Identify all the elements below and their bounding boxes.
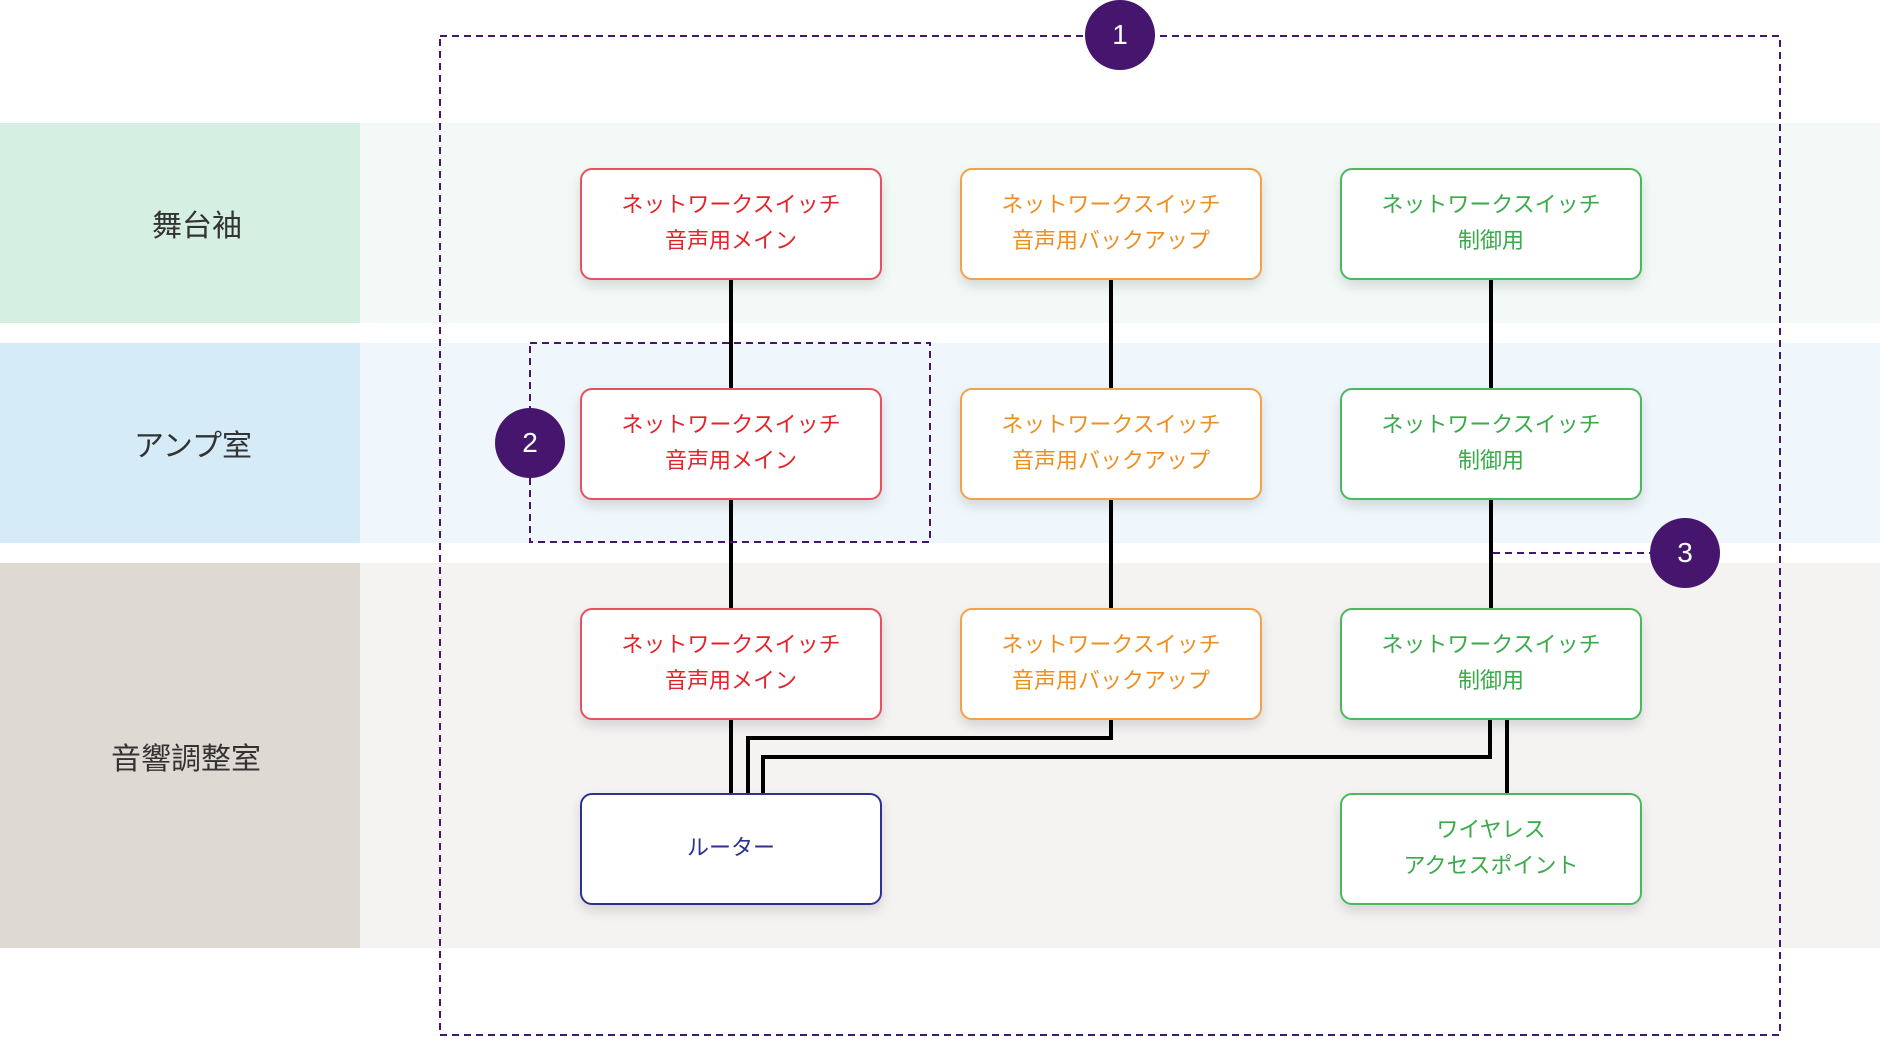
- zone-label-panel: アンプ室: [0, 343, 360, 543]
- zone-label-panel: 舞台袖: [0, 123, 360, 323]
- wire-control-booth-router: [761, 720, 1492, 793]
- callout-badge-2[interactable]: 2: [495, 408, 565, 478]
- node-label-line2: 音声用メイン: [664, 449, 797, 474]
- zone-label-panel: 音響調整室: [0, 563, 360, 948]
- node-label-line2: 音声用バックアップ: [1011, 229, 1210, 254]
- node-label-line2: アクセスポイント: [1403, 854, 1579, 879]
- node-label-line1: ネットワークスイッチ: [1001, 193, 1221, 218]
- node-label-line1: ネットワークスイッチ: [621, 633, 841, 658]
- wire-backup-booth-router: [746, 720, 1113, 793]
- zone-label: アンプ室: [134, 429, 252, 464]
- node-label-line1: ネットワークスイッチ: [1381, 413, 1601, 438]
- zone-label: 音響調整室: [111, 741, 261, 777]
- node-label-line2: 音声用バックアップ: [1011, 669, 1210, 694]
- node-label-line2: 音声用メイン: [664, 229, 797, 254]
- node-label-line1: ネットワークスイッチ: [1001, 633, 1221, 658]
- zone-label: 舞台袖: [152, 209, 242, 244]
- switch-audio-main-amp[interactable]: ネットワークスイッチ 音声用メイン: [580, 388, 882, 500]
- node-label-line1: ネットワークスイッチ: [1381, 633, 1601, 658]
- router-node[interactable]: ルーター: [580, 793, 882, 905]
- switch-control-amp[interactable]: ネットワークスイッチ 制御用: [1340, 388, 1642, 500]
- switch-audio-backup-amp[interactable]: ネットワークスイッチ 音声用バックアップ: [960, 388, 1262, 500]
- wireless-access-point-node[interactable]: ワイヤレス アクセスポイント: [1340, 793, 1642, 905]
- node-label-line1: ネットワークスイッチ: [1381, 193, 1601, 218]
- node-label-line1: ネットワークスイッチ: [1001, 413, 1221, 438]
- node-label-line1: ネットワークスイッチ: [621, 193, 841, 218]
- node-label-line2: 制御用: [1457, 229, 1524, 254]
- node-label-line1: ワイヤレス: [1436, 818, 1546, 843]
- callout-badge-3[interactable]: 3: [1650, 518, 1720, 588]
- node-label-line1: ネットワークスイッチ: [621, 413, 841, 438]
- switch-audio-backup-booth[interactable]: ネットワークスイッチ 音声用バックアップ: [960, 608, 1262, 720]
- switch-control-booth[interactable]: ネットワークスイッチ 制御用: [1340, 608, 1642, 720]
- node-label-line2: 制御用: [1457, 669, 1524, 694]
- switch-audio-main-booth[interactable]: ネットワークスイッチ 音声用メイン: [580, 608, 882, 720]
- callout-badge-1[interactable]: 1: [1085, 0, 1155, 70]
- callout-1-outline: [439, 35, 1781, 1036]
- switch-control-stage[interactable]: ネットワークスイッチ 制御用: [1340, 168, 1642, 280]
- node-label-line2: 制御用: [1457, 449, 1524, 474]
- node-label-line2: 音声用メイン: [664, 669, 797, 694]
- switch-audio-main-stage[interactable]: ネットワークスイッチ 音声用メイン: [580, 168, 882, 280]
- switch-audio-backup-stage[interactable]: ネットワークスイッチ 音声用バックアップ: [960, 168, 1262, 280]
- node-label-line2: 音声用バックアップ: [1011, 449, 1210, 474]
- node-label-line1: ルーター: [686, 836, 775, 861]
